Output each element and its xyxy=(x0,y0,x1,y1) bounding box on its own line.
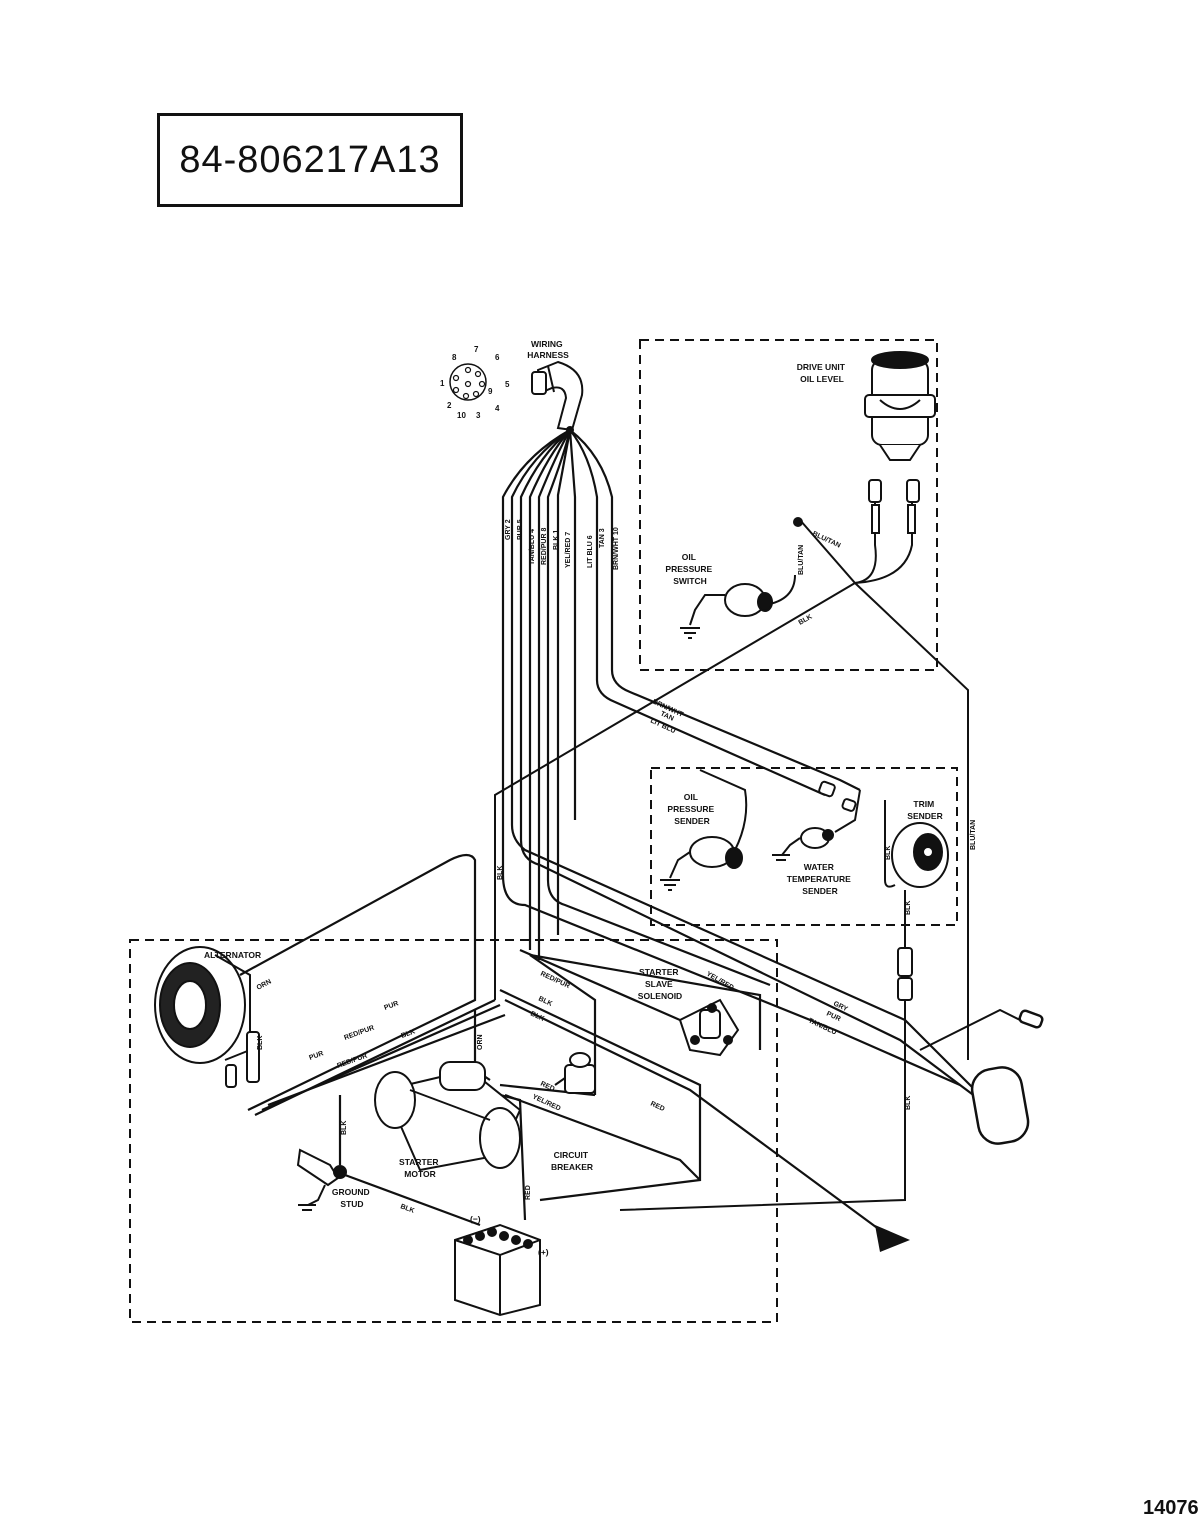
wire-label: BLK xyxy=(905,1096,912,1110)
figure-number: 14076 xyxy=(1143,1497,1199,1519)
lower-engine-enclosure xyxy=(129,939,778,1323)
wire-label: RED/PUR xyxy=(343,1025,375,1042)
wire-label: BLK xyxy=(537,995,553,1007)
wire-label: BLK xyxy=(905,901,912,915)
wire-label: BLK xyxy=(885,846,892,860)
label-oil-pressure-switch: OIL PRESSURE SWITCH xyxy=(665,552,714,586)
harness-wire-label: YEL/RED 7 xyxy=(565,532,572,568)
harness-wire-label: BRN/WHT 10 xyxy=(613,527,620,570)
pin-5: 5 xyxy=(505,380,510,389)
trim-sender-icon xyxy=(891,822,949,1001)
pin-3: 3 xyxy=(476,411,481,420)
sender-enclosure xyxy=(650,767,958,926)
part-number: 84-806217A13 xyxy=(179,138,441,181)
harness-wire-label: PUR 5 xyxy=(517,519,524,540)
connector-pin-diagram: 7 8 6 1 5 2 10 3 4 9 xyxy=(440,345,510,420)
circuit-breaker-icon xyxy=(554,1052,596,1094)
wire-label: ORN xyxy=(477,1034,484,1050)
harness-wire-labels: GRY 2 PUR 5 TAN/BLU 4 RED/PUR 8 BLK 1 YE… xyxy=(505,519,620,570)
wire-label: BLK xyxy=(400,1028,416,1039)
harness-wire-label: LIT BLU 6 xyxy=(587,535,594,568)
wire-label: BLK xyxy=(529,1010,545,1022)
wire-label: BLK xyxy=(497,866,504,880)
pin-10: 10 xyxy=(457,411,466,420)
label-drive-unit-oil-level: DRIVE UNIT OIL LEVEL xyxy=(797,362,848,384)
water-temperature-sender-icon xyxy=(772,780,861,861)
upper-wires xyxy=(494,500,1031,1211)
label-circuit-breaker: CIRCUIT BREAKER xyxy=(551,1150,593,1172)
wire-label: RED xyxy=(539,1080,555,1093)
part-number-box: 84-806217A13 xyxy=(157,113,463,207)
pin-6: 6 xyxy=(495,353,500,362)
label-battery-positive: (+) xyxy=(538,1247,549,1257)
harness-wires xyxy=(501,429,981,1101)
label-starter-motor: STARTER MOTOR xyxy=(399,1157,441,1179)
wire-label: BLK xyxy=(399,1203,415,1214)
wire-label: BLU/TAN xyxy=(970,820,977,850)
harness-wire-label: TAN/BLU 4 xyxy=(529,529,536,565)
drive-unit-oil-level-icon xyxy=(864,351,936,534)
wire-label: BLU/TAN xyxy=(811,530,841,549)
wire-label: BLU/TAN xyxy=(798,545,805,575)
wire-label: BLK xyxy=(257,1036,264,1050)
blu-tan-terminal xyxy=(793,517,803,527)
arrow-icon xyxy=(875,1225,910,1252)
drive-unit-enclosure xyxy=(639,339,938,671)
battery-icon xyxy=(454,1223,541,1317)
wire-label: PUR xyxy=(383,1000,399,1012)
pin-9: 9 xyxy=(488,387,493,396)
wire-label: BLK xyxy=(341,1121,348,1135)
wire-label: RED xyxy=(649,1100,665,1113)
wire-label: ORN xyxy=(256,978,273,991)
pin-4: 4 xyxy=(495,404,500,413)
pin-7: 7 xyxy=(474,345,479,354)
label-ground-stud: GROUND STUD xyxy=(332,1187,372,1209)
harness-wire-label: GRY 2 xyxy=(505,519,512,540)
label-water-temperature-sender: WATER TEMPERATURE SENDER xyxy=(787,862,853,896)
starter-motor-icon xyxy=(374,1061,522,1172)
ground-stud-icon xyxy=(296,1148,347,1211)
lower-wires xyxy=(239,853,881,1231)
harness-wire-label: RED/PUR 8 xyxy=(541,528,548,565)
label-starter-slave-solenoid: STARTER SLAVE SOLENOID xyxy=(638,967,682,1001)
label-alternator: ALTERNATOR xyxy=(204,950,261,960)
harness-splice xyxy=(566,426,574,434)
label-wiring-harness: WIRING HARNESS xyxy=(527,339,569,360)
oil-pressure-switch-icon xyxy=(680,583,773,639)
harness-plug-icon xyxy=(531,360,584,432)
alternator-icon xyxy=(154,946,260,1088)
label-battery-negative: (−) xyxy=(470,1214,481,1224)
harness-wire-label: TAN 3 xyxy=(599,528,606,548)
wire-label: RED xyxy=(525,1185,532,1200)
label-oil-pressure-sender: OIL PRESSURE SENDER xyxy=(667,792,716,826)
wire-label: PUR xyxy=(308,1050,324,1062)
pin-8: 8 xyxy=(452,353,457,362)
pin-2: 2 xyxy=(447,401,452,410)
oil-pressure-sender-icon xyxy=(660,769,748,891)
wire-label: PUR xyxy=(825,1010,841,1023)
trim-pump-connector-icon xyxy=(970,1009,1044,1145)
component-labels: WIRING HARNESS DRIVE UNIT OIL LEVEL OIL … xyxy=(204,339,943,1257)
harness-wire-label: BLK 1 xyxy=(553,530,560,550)
pin-1: 1 xyxy=(440,379,445,388)
starter-slave-solenoid-icon xyxy=(678,998,740,1057)
wire-labels: BLU/TAN BLU/TAN BLU/TAN BLK BRN/WHT TAN … xyxy=(256,530,977,1214)
label-trim-sender: TRIM SENDER xyxy=(907,799,942,821)
